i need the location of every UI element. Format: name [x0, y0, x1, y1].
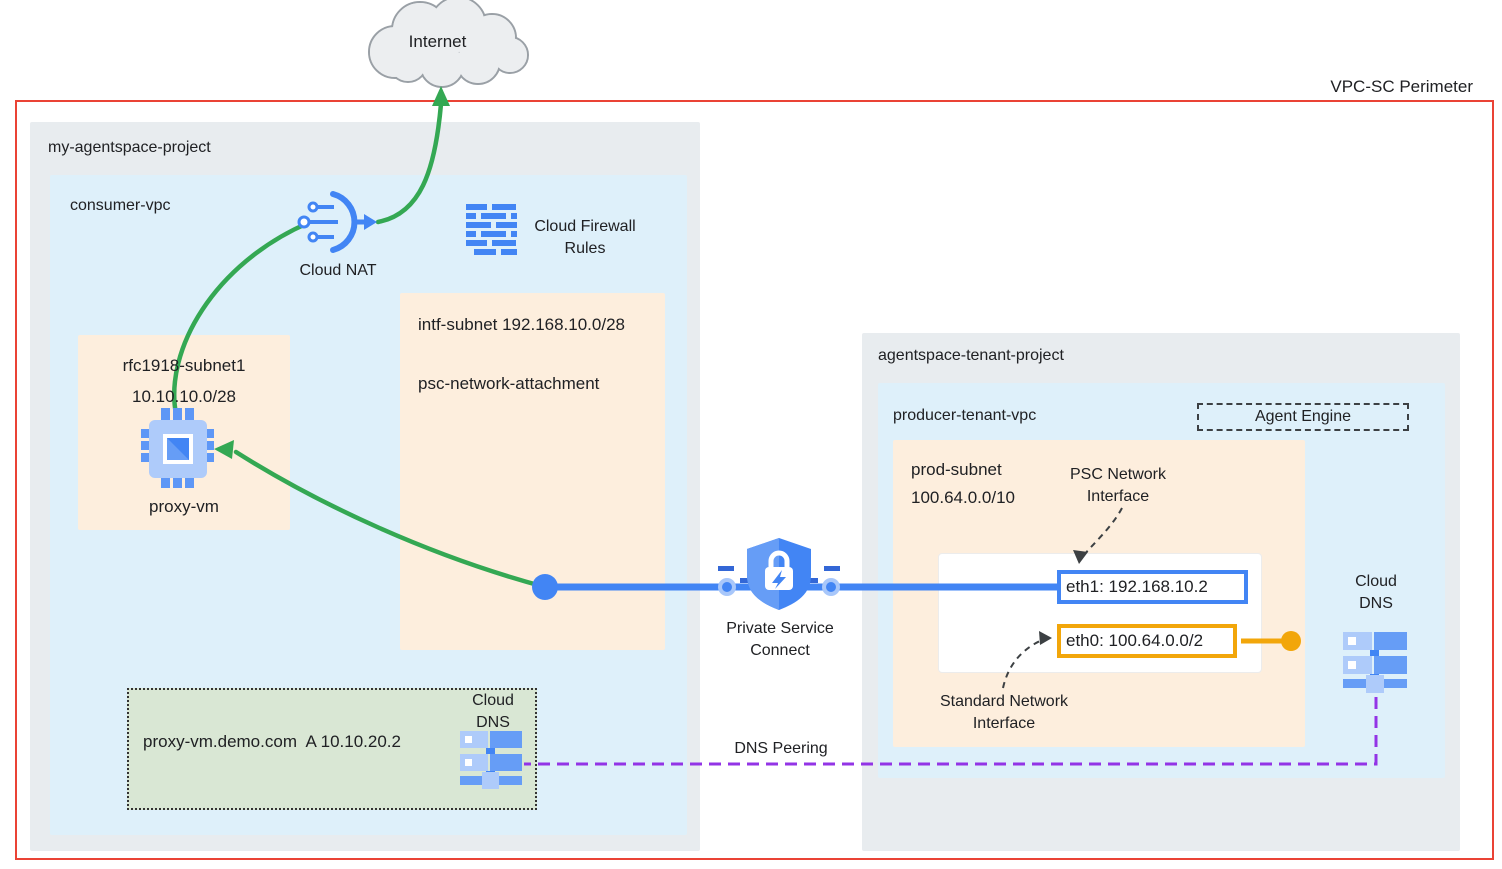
- cloud-firewall-label: Cloud Firewall Rules: [534, 218, 636, 257]
- prod-subnet-name: prod-subnet: [911, 460, 1002, 479]
- proxy-vm-label: proxy-vm: [149, 497, 219, 516]
- rfc1918-subnet-cidr: 10.10.10.0/28: [132, 387, 236, 406]
- dns-record-label: proxy-vm.demo.com A 10.10.20.2: [143, 732, 401, 751]
- cloud-dns-right-label: Cloud DNS: [1355, 573, 1397, 612]
- dns-peering-label: DNS Peering: [734, 740, 828, 757]
- eth0-interface: eth0: 100.64.0.0/2: [1057, 624, 1237, 658]
- vpc-sc-perimeter-label: VPC-SC Perimeter: [1330, 77, 1473, 96]
- intf-subnet-label: intf-subnet 192.168.10.0/28: [418, 315, 625, 334]
- consumer-vpc-label: consumer-vpc: [70, 197, 171, 214]
- eth1-interface: eth1: 192.168.10.2: [1057, 570, 1248, 604]
- cloud-nat-label: Cloud NAT: [299, 262, 377, 279]
- cloud-dns-left-label: Cloud DNS: [472, 692, 514, 731]
- vpc-sc-perimeter-box: [15, 100, 1494, 860]
- agent-engine-box: Agent Engine: [1197, 403, 1409, 431]
- private-service-connect-label: Private Service Connect: [726, 620, 834, 659]
- intf-subnet-box: [400, 293, 665, 650]
- rfc1918-subnet-name: rfc1918-subnet1: [122, 356, 246, 375]
- internet-label: Internet: [408, 32, 467, 51]
- agentspace-tenant-project-label: agentspace-tenant-project: [878, 347, 1064, 364]
- standard-network-interface-label: Standard Network Interface: [939, 693, 1069, 732]
- psc-network-interface-label: PSC Network Interface: [1069, 466, 1167, 505]
- producer-tenant-vpc-label: producer-tenant-vpc: [893, 407, 1037, 424]
- psc-network-attachment-label: psc-network-attachment: [418, 374, 600, 393]
- my-agentspace-project-label: my-agentspace-project: [48, 139, 211, 156]
- prod-subnet-cidr: 100.64.0.0/10: [911, 488, 1015, 507]
